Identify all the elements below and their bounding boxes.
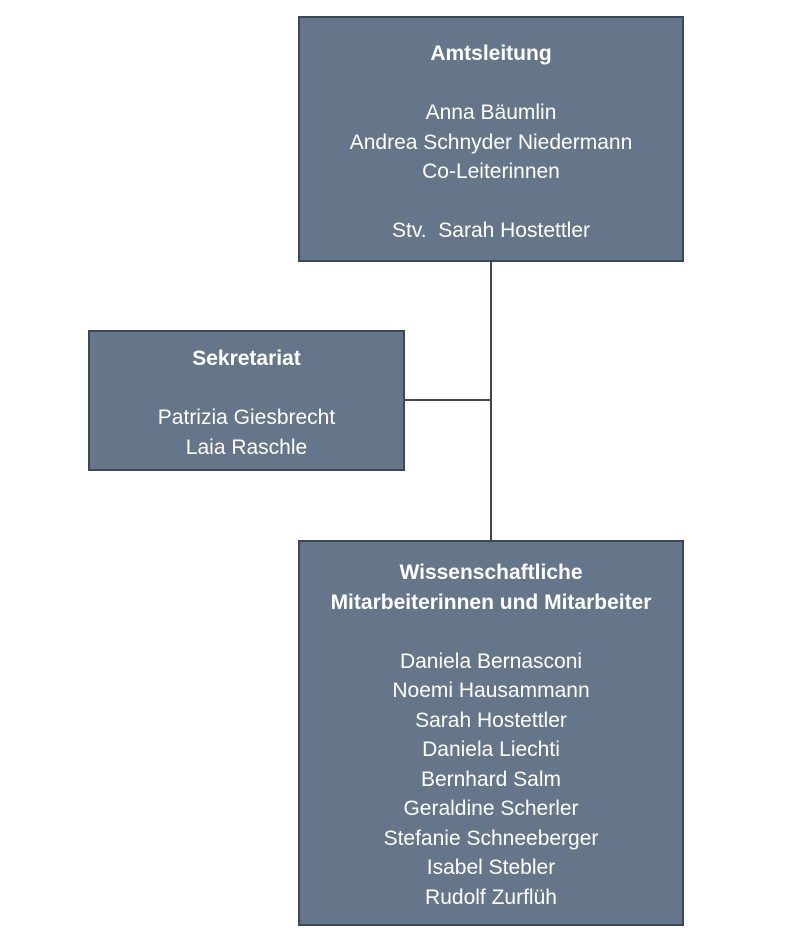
spacer [90,374,403,404]
org-box-line: Noemi Hausammann [392,679,590,702]
org-box-line: Daniela Bernasconi [399,649,583,673]
org-box-wissenschaftliche-mitarbeitende: Wissenschaftliche Mitarbeiterinnen und M… [298,540,684,926]
org-box-line: Laia Raschle [185,435,308,459]
org-box-amtsleitung: Amtsleitung Anna Bäumlin Andrea Schnyder… [298,16,684,262]
org-box-line: Stefanie Schneeberger [383,826,599,850]
spacer [300,187,682,217]
spacer [300,617,682,647]
org-box-line: Sarah Hostettler [415,708,567,732]
org-box-sekretariat: Sekretariat Patrizia Giesbrecht Laia Ras… [88,330,405,471]
org-box-deputy: Stv. Sarah Hostettler [391,219,591,242]
org-box-line: Co-Leiterinnen [422,160,560,183]
org-box-line: Daniela Liechti [422,738,560,761]
org-box-line: Anna Bäumlin [425,101,557,124]
org-box-line: Andrea Schnyder Niedermann [349,130,633,154]
org-box-line: Isabel Stebler [426,856,556,879]
org-box-line: Bernhard Salm [420,767,562,791]
org-box-line: Rudolf Zurflüh [425,885,557,909]
org-box-title-line: Mitarbeiterinnen und Mitarbeiter [330,590,652,614]
org-box-title: Amtsleitung [430,42,552,65]
spacer [300,69,682,99]
org-box-title: Sekretariat [192,347,301,370]
org-box-line: Patrizia Giesbrecht [157,406,336,429]
org-box-title-line: Wissenschaftliche [399,561,583,584]
org-box-line: Geraldine Scherler [403,797,579,820]
